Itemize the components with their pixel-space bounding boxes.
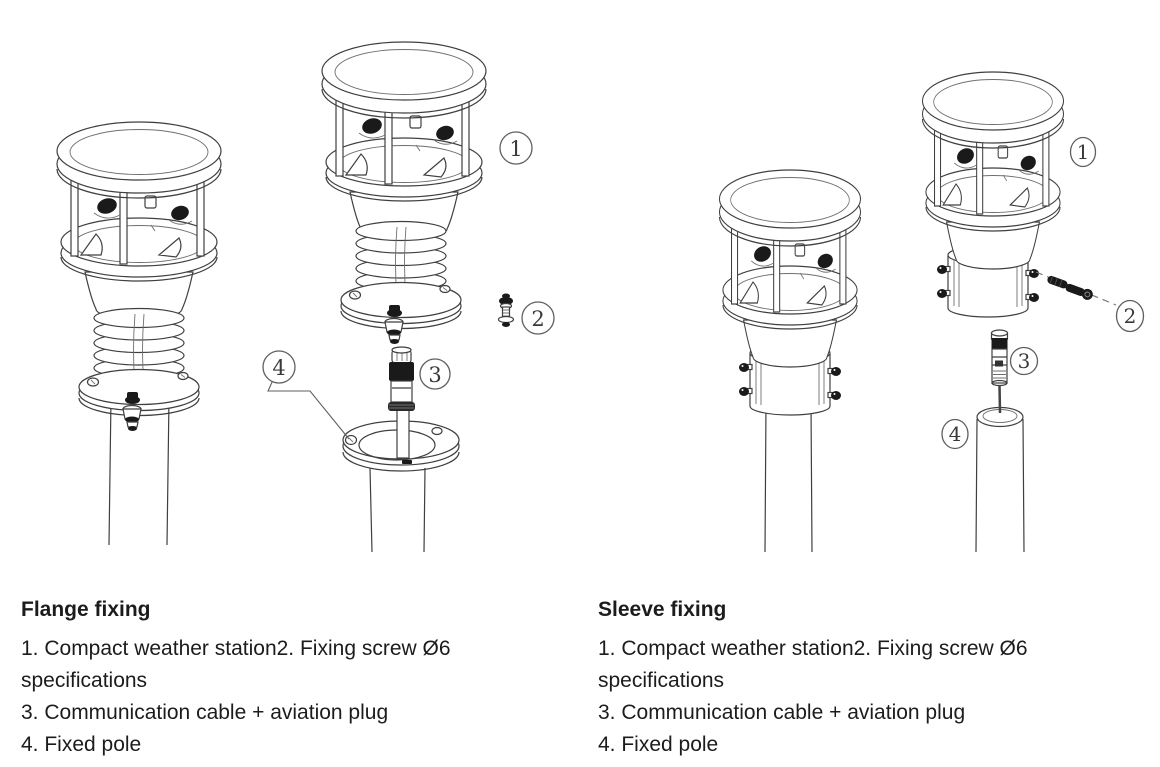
svg-text:1: 1 xyxy=(509,137,522,161)
flange-legend: Flange fixing 1. Compact weather station… xyxy=(21,597,581,761)
flange-legend-line-4: 4. Fixed pole xyxy=(21,733,142,756)
svg-text:1: 1 xyxy=(1077,140,1090,164)
sleeve-callout-2: 2 xyxy=(1115,299,1145,333)
flange-callout-3: 3 xyxy=(419,358,451,390)
fixed-pole xyxy=(764,403,813,553)
sleeve-callout-3: 3 xyxy=(1009,346,1039,376)
callout-4-leader-line xyxy=(267,379,350,440)
sleeve-fixed-pole xyxy=(975,406,1025,553)
flange-assembled-station xyxy=(56,121,222,546)
communication-cable xyxy=(998,384,1002,414)
fixed-pole xyxy=(369,467,426,553)
sleeve-aviation-plug xyxy=(990,329,1009,414)
flange-callout-2: 2 xyxy=(521,301,555,335)
flange-legend-line-2: specifications xyxy=(21,669,148,692)
sleeve-legend-line-2: specifications xyxy=(598,669,725,692)
sleeve-legend-line-4: 4. Fixed pole xyxy=(598,733,719,756)
sleeve-callout-1: 1 xyxy=(1069,136,1097,168)
svg-text:3: 3 xyxy=(1018,349,1031,373)
flange-aviation-plug xyxy=(388,346,415,459)
installation-diagram: 1 2 3 4 xyxy=(56,41,1145,553)
sleeve-legend-line-1: 1. Compact weather station2. Fixing scre… xyxy=(598,637,1028,660)
sleeve-callout-4: 4 xyxy=(941,418,969,450)
sleeve-assembled-station xyxy=(718,169,862,553)
sleeve-legend-title: Sleeve fixing xyxy=(598,598,727,621)
sleeve-fixing-screws xyxy=(1047,275,1093,300)
fixed-pole xyxy=(108,397,170,546)
sleeve-exploded-station xyxy=(921,71,1065,318)
flange-legend-line-1: 1. Compact weather station2. Fixing scre… xyxy=(21,637,451,660)
svg-text:2: 2 xyxy=(531,307,544,331)
flange-legend-line-3: 3. Communication cable + aviation plug xyxy=(21,701,389,724)
flange-callout-1: 1 xyxy=(499,131,533,165)
svg-text:4: 4 xyxy=(272,356,285,380)
svg-text:2: 2 xyxy=(1124,304,1137,328)
flange-legend-title: Flange fixing xyxy=(21,598,151,621)
svg-text:3: 3 xyxy=(428,363,441,387)
flange-exploded-station xyxy=(321,41,487,345)
sleeve-legend-line-3: 3. Communication cable + aviation plug xyxy=(598,701,966,724)
flange-callout-4: 4 xyxy=(262,350,296,384)
svg-text:4: 4 xyxy=(949,422,962,446)
flange-fixing-screw xyxy=(497,293,515,327)
sleeve-legend: Sleeve fixing 1. Compact weather station… xyxy=(598,597,1158,761)
